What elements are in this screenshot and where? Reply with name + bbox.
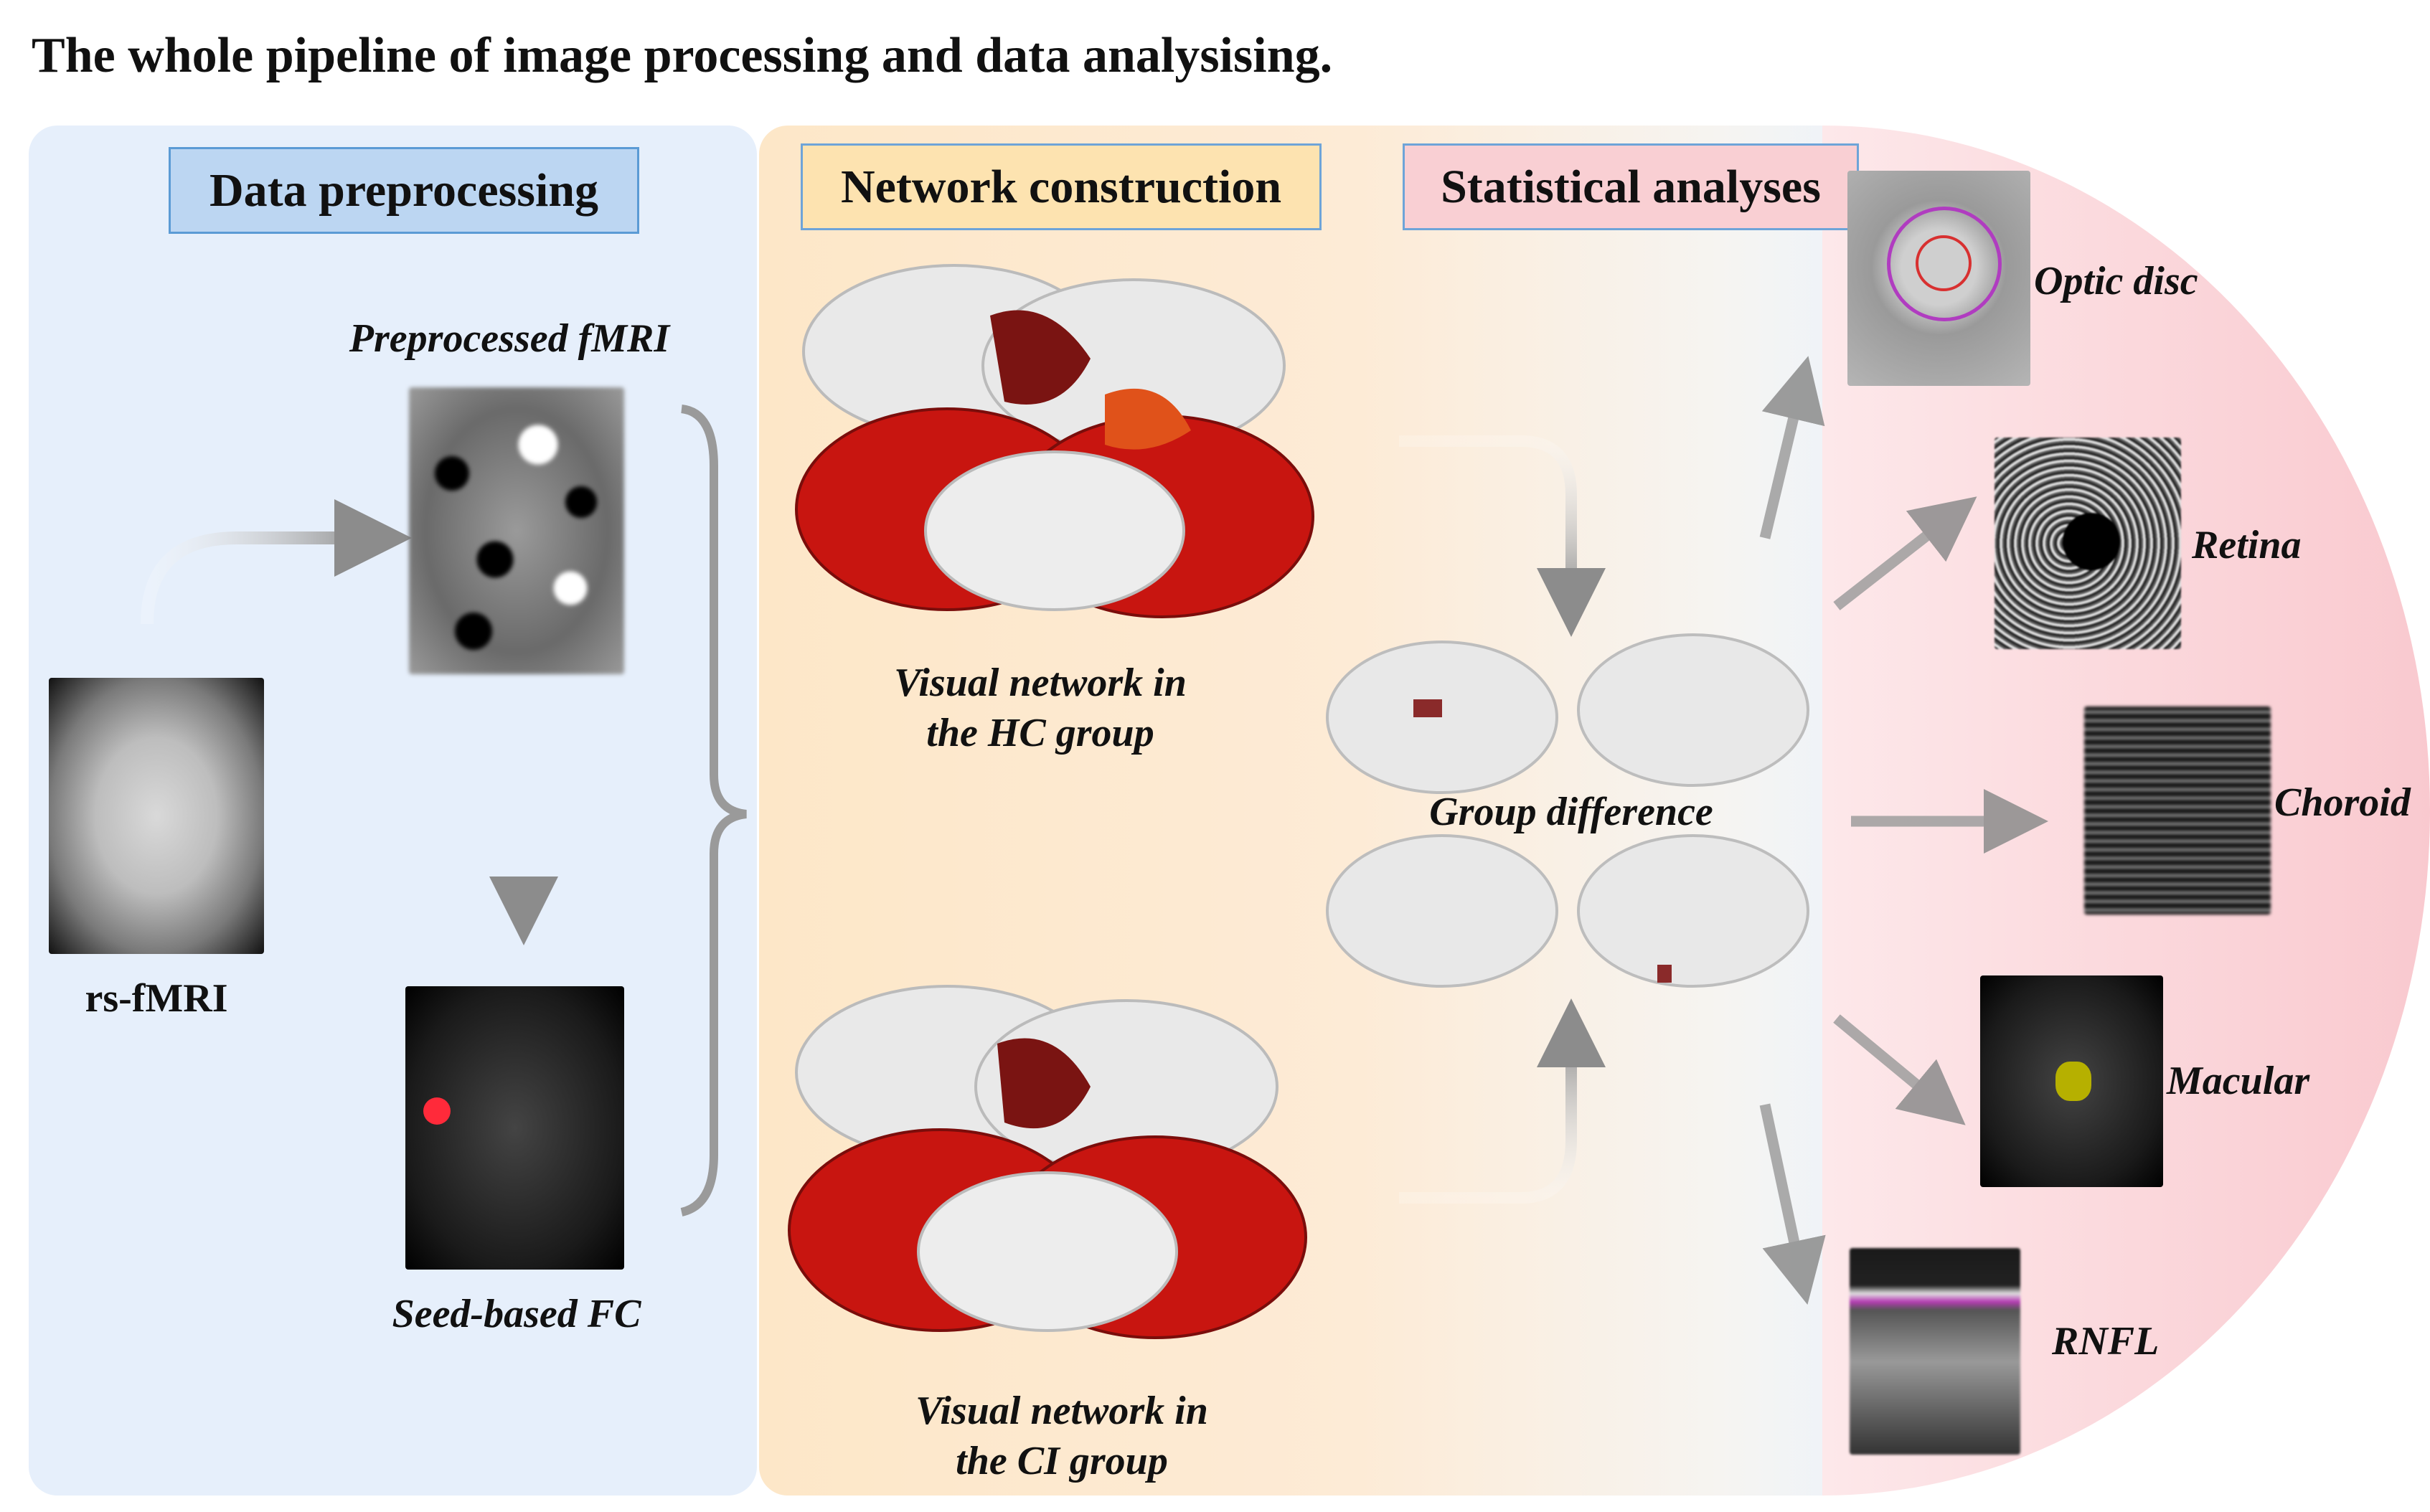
- statistics-header: Statistical analyses: [1403, 143, 1859, 230]
- group-difference-label: Group difference: [1429, 790, 1713, 834]
- seed-fc-image: [405, 986, 624, 1270]
- choroid-image: [2084, 707, 2271, 915]
- ci-label-line1: Visual network in: [915, 1389, 1208, 1433]
- rnfl-image: [1850, 1248, 2020, 1455]
- choroid-label: Choroid: [2274, 780, 2411, 825]
- seed-marker: [423, 1097, 451, 1125]
- macular-label: Macular: [2167, 1059, 2310, 1103]
- page-title: The whole pipeline of image processing a…: [32, 28, 1333, 83]
- ci-label-line2: the CI group: [956, 1439, 1168, 1483]
- rnfl-label: RNFL: [2052, 1319, 2160, 1364]
- optic-cup-ring: [1916, 235, 1972, 291]
- preprocessing-header: Data preprocessing: [169, 147, 639, 234]
- fovea-dark-spot: [2063, 513, 2120, 570]
- macular-image: [1980, 975, 2163, 1187]
- ci-network-brains: [788, 985, 1307, 1339]
- preprocessed-fmri-label: Preprocessed fMRI: [349, 316, 670, 361]
- hc-label-line1: Visual network in: [894, 661, 1187, 705]
- seed-fc-label: Seed-based FC: [392, 1292, 641, 1336]
- optic-disc-label: Optic disc: [2034, 259, 2198, 303]
- optic-disc-image: [1847, 171, 2030, 386]
- optic-disc-ring: [1887, 207, 2002, 321]
- hc-network-brains: [795, 264, 1314, 618]
- group-difference-brains: [1326, 633, 1809, 988]
- macular-highlight: [2055, 1062, 2091, 1101]
- network-header: Network construction: [801, 143, 1322, 230]
- preprocessed-fmri-image: [409, 387, 624, 674]
- retina-image: [1995, 438, 2181, 649]
- retina-label: Retina: [2192, 523, 2302, 567]
- hc-label-line2: the HC group: [926, 711, 1154, 755]
- rs-fmri-image: [49, 678, 264, 954]
- rs-fmri-label: rs-fMRI: [85, 976, 228, 1021]
